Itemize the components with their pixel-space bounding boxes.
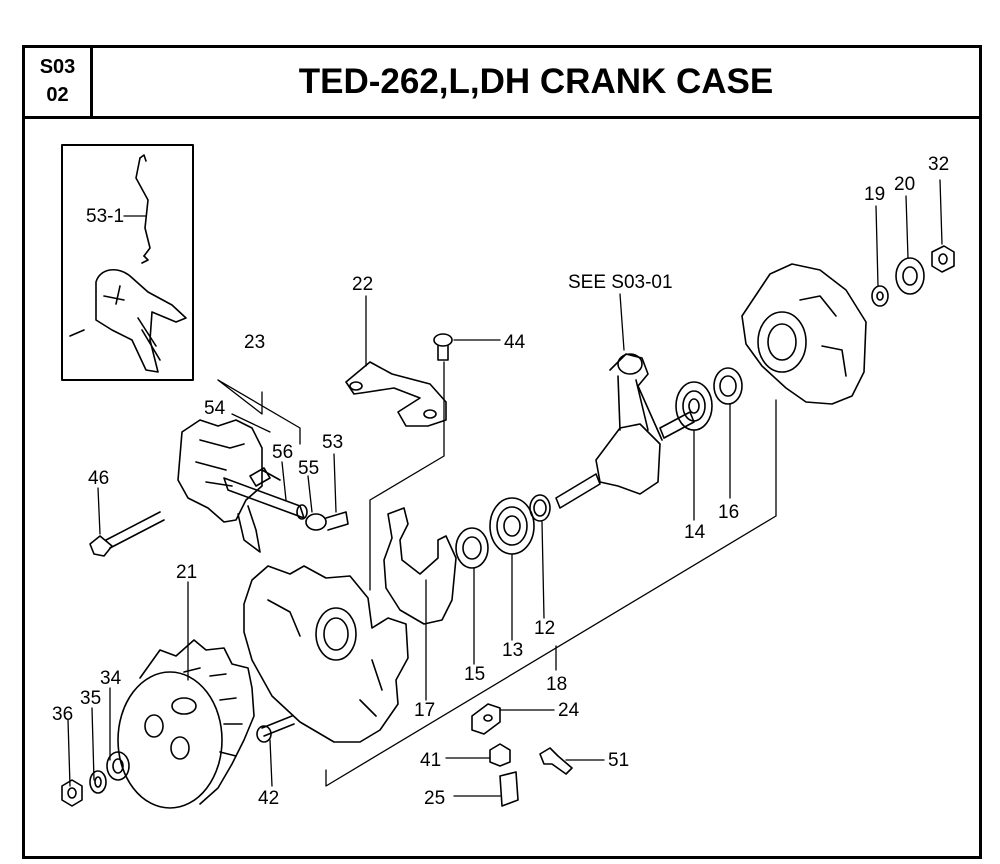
callout-42: 42 <box>258 788 279 809</box>
leader-lines <box>67 179 943 797</box>
callout-23: 23 <box>244 332 265 353</box>
section-code-line1: S03 <box>39 56 76 78</box>
callout-13: 13 <box>502 640 523 661</box>
stay-bracket <box>345 361 447 427</box>
section-code: S03 02 <box>25 48 93 116</box>
callout-35: 35 <box>80 688 101 709</box>
callout-labels: 53-1 22 23 54 56 55 53 46 44 21 36 35 34… <box>52 154 949 809</box>
callout-18: 18 <box>546 674 567 695</box>
callout-56: 56 <box>272 442 293 463</box>
section-code-line2: 02 <box>46 84 69 106</box>
callout-20: 20 <box>894 174 915 195</box>
sheet-title: TED-262,L,DH CRANK CASE <box>298 62 774 101</box>
callout-53: 53 <box>322 432 343 453</box>
gasket <box>383 507 457 625</box>
callout-41: 41 <box>420 750 441 771</box>
callout-24: 24 <box>558 700 580 721</box>
callout-25: 25 <box>424 788 445 809</box>
callout-12: 12 <box>534 618 555 639</box>
bolt-44 <box>433 333 453 361</box>
nut-washers <box>61 751 130 807</box>
bolt-46 <box>89 511 165 557</box>
flywheel <box>117 639 255 809</box>
crankshaft <box>555 353 695 509</box>
callout-19: 19 <box>864 184 885 205</box>
callout-14: 14 <box>684 522 706 543</box>
crank-case-left <box>243 565 409 743</box>
washer-spring-nut <box>871 245 955 307</box>
callout-22: 22 <box>352 274 373 295</box>
circlip <box>529 494 551 522</box>
see-reference-label: SEE S03-01 <box>568 272 673 293</box>
oil-seal <box>455 527 489 569</box>
callout-36: 36 <box>52 704 73 725</box>
inset-detail <box>61 144 194 381</box>
callout-15: 15 <box>464 664 485 685</box>
bearing-left <box>489 497 535 555</box>
callout-34: 34 <box>100 668 122 689</box>
callout-16: 16 <box>718 502 739 523</box>
parts-sheet-frame: S03 02 TED-262,L,DH CRANK CASE <box>22 45 982 859</box>
ignition-coil <box>177 419 308 553</box>
oil-seal-right <box>713 367 743 405</box>
header-divider <box>25 116 979 119</box>
callout-46: 46 <box>88 468 109 489</box>
callout-51: 51 <box>608 750 629 771</box>
callout-53-1: 53-1 <box>86 206 124 227</box>
crank-case-right <box>741 263 867 405</box>
callout-17: 17 <box>414 700 435 721</box>
callout-55: 55 <box>298 458 319 479</box>
plug-and-spring <box>249 467 349 531</box>
bolt-42 <box>256 715 295 743</box>
callout-54: 54 <box>204 398 226 419</box>
callout-21: 21 <box>176 562 197 583</box>
callout-32: 32 <box>928 154 949 175</box>
callout-44: 44 <box>504 332 526 353</box>
plate-and-fasteners <box>471 703 573 807</box>
